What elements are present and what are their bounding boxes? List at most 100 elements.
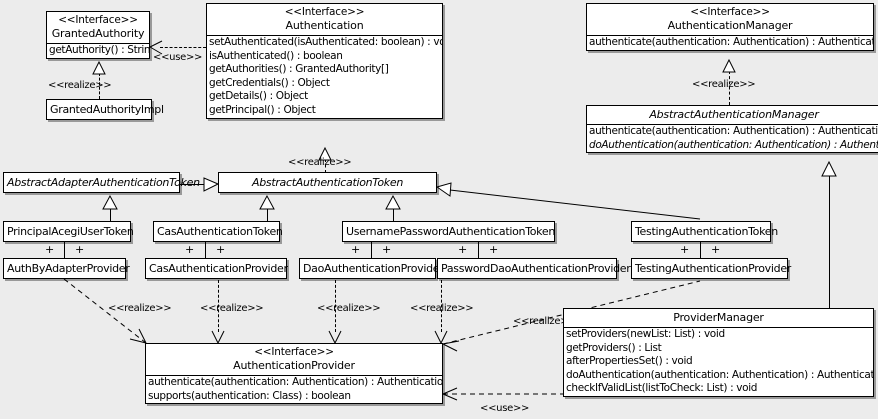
method-row: authenticate(authentication: Authenticat… bbox=[148, 376, 442, 388]
assoc-passworddao bbox=[478, 242, 479, 259]
method-row: getDetails() : Object bbox=[209, 90, 308, 103]
class-username-password-authentication-token[interactable]: UsernamePasswordAuthenticationToken bbox=[342, 221, 555, 242]
connector-adapter-to-token bbox=[180, 184, 205, 185]
method-row: getAuthorities() : GrantedAuthority[] bbox=[209, 63, 389, 76]
label-realize-authmanager: <<realize>> bbox=[692, 79, 756, 90]
method-row: setAuthenticated(isAuthenticated: boolea… bbox=[209, 36, 442, 48]
class-name: PasswordDaoAuthenticationProvider bbox=[441, 262, 631, 275]
class-header: AbstractAuthenticationManager bbox=[587, 106, 878, 125]
class-header: ProviderManager bbox=[564, 309, 873, 328]
method-row: doAuthentication(authentication: Authent… bbox=[566, 368, 873, 381]
class-cas-authentication-provider[interactable]: CasAuthenticationProvider bbox=[145, 258, 288, 279]
method-row: doAuthentication(authentication: Authent… bbox=[589, 138, 878, 151]
multiplicity-marker: + bbox=[351, 243, 361, 256]
class-authentication-provider[interactable]: <<Interface>> AuthenticationProvider aut… bbox=[145, 343, 443, 405]
class-name: AbstractAuthenticationManager bbox=[649, 108, 819, 121]
label-use-grantedauthority: <<use>> bbox=[153, 52, 203, 63]
methods-compartment: authenticate(authentication: Authenticat… bbox=[587, 36, 873, 50]
methods-compartment: authenticate(authentication: Authenticat… bbox=[587, 125, 878, 152]
class-name: CasAuthenticationProvider bbox=[149, 262, 288, 275]
method-row: setProviders(newList: List) : void bbox=[566, 328, 725, 340]
class-testing-authentication-token[interactable]: TestingAuthenticationToken bbox=[631, 221, 778, 242]
connector-generalization-providermanager bbox=[829, 175, 830, 308]
class-name: GrantedAuthorityImpl bbox=[50, 103, 164, 116]
label-realize-grantedauthorityimpl: <<realize>> bbox=[48, 80, 112, 91]
class-name: AuthenticationProvider bbox=[233, 359, 355, 372]
method-row: authenticate(authentication: Authenticat… bbox=[589, 125, 878, 137]
connector-gen-usernamepassword bbox=[393, 208, 394, 221]
class-name: AuthenticationManager bbox=[667, 19, 793, 32]
stereotype-label: <<Interface>> bbox=[58, 14, 138, 26]
stereotype-label: <<Interface>> bbox=[254, 346, 334, 358]
class-principal-acegi-user-token[interactable]: PrincipalAcegiUserToken bbox=[3, 221, 134, 242]
class-header: <<Interface>> AuthenticationProvider bbox=[146, 344, 442, 376]
label-use-providermanager: <<use>> bbox=[480, 403, 530, 414]
class-granted-authority-impl[interactable]: GrantedAuthorityImpl bbox=[46, 99, 164, 120]
connector-use-grantedauthority bbox=[160, 47, 206, 48]
method-row: checkIfValidList(listToCheck: List) : vo… bbox=[566, 382, 758, 395]
connector-realize-authentication bbox=[325, 159, 326, 173]
class-auth-by-adapter-provider[interactable]: AuthByAdapterProvider bbox=[3, 258, 130, 279]
multiplicity-marker: + bbox=[185, 243, 195, 256]
method-row: getPrincipal() : Object bbox=[209, 103, 316, 116]
class-name: AbstractAuthenticationToken bbox=[251, 176, 404, 189]
method-row: isAuthenticated() : boolean bbox=[209, 49, 343, 62]
class-authentication[interactable]: <<Interface>> Authentication setAuthenti… bbox=[206, 3, 443, 119]
class-name: TestingAuthenticationToken bbox=[635, 225, 778, 238]
class-cas-authentication-token[interactable]: CasAuthenticationToken bbox=[153, 221, 283, 242]
multiplicity-marker: + bbox=[75, 243, 85, 256]
class-provider-manager[interactable]: ProviderManager setProviders(newList: Li… bbox=[563, 308, 874, 397]
class-authentication-manager[interactable]: <<Interface>> AuthenticationManager auth… bbox=[586, 3, 874, 51]
class-name: PrincipalAcegiUserToken bbox=[7, 225, 134, 238]
class-dao-authentication-provider[interactable]: DaoAuthenticationProvider bbox=[299, 258, 444, 279]
class-name: DaoAuthenticationProvider bbox=[303, 262, 444, 275]
class-abstract-authentication-token[interactable]: AbstractAuthenticationToken bbox=[218, 172, 437, 193]
class-name: TestingAuthenticationProvider bbox=[635, 262, 792, 275]
multiplicity-marker: + bbox=[489, 243, 499, 256]
class-header: <<Interface>> GrantedAuthority bbox=[47, 12, 149, 44]
label-realize-passworddao: <<realize>> bbox=[410, 303, 474, 314]
class-granted-authority[interactable]: <<Interface>> GrantedAuthority getAuthor… bbox=[46, 11, 150, 59]
connector-realize-grantedauthorityimpl bbox=[99, 73, 100, 99]
class-name: AuthByAdapterProvider bbox=[7, 262, 130, 275]
multiplicity-marker: + bbox=[382, 243, 392, 256]
method-row: getAuthority() : String bbox=[49, 44, 149, 56]
class-header: <<Interface>> AuthenticationManager bbox=[587, 4, 873, 36]
class-abstract-authentication-manager[interactable]: AbstractAuthenticationManager authentica… bbox=[586, 105, 878, 154]
label-realize-authbyadapter: <<realize>> bbox=[108, 303, 172, 314]
methods-compartment: getAuthority() : String bbox=[47, 44, 149, 58]
method-row: authenticate(authentication: Authenticat… bbox=[589, 36, 873, 48]
multiplicity-marker: + bbox=[680, 243, 690, 256]
multiplicity-marker: + bbox=[216, 243, 226, 256]
connector-realize-dao-line bbox=[335, 280, 336, 332]
method-row: supports(authentication: Class) : boolea… bbox=[148, 389, 351, 402]
method-row: getCredentials() : Object bbox=[209, 76, 330, 89]
methods-compartment: setAuthenticated(isAuthenticated: boolea… bbox=[207, 36, 442, 118]
assoc-cas bbox=[205, 242, 206, 259]
class-name: AbstractAdapterAuthenticationToken bbox=[7, 176, 200, 189]
class-password-dao-authentication-provider[interactable]: PasswordDaoAuthenticationProvider bbox=[437, 258, 631, 279]
assoc-testing bbox=[700, 242, 701, 259]
methods-compartment: setProviders(newList: List) : void getPr… bbox=[564, 328, 873, 396]
class-testing-authentication-provider[interactable]: TestingAuthenticationProvider bbox=[631, 258, 792, 279]
stereotype-label: <<Interface>> bbox=[690, 6, 770, 18]
class-name: Authentication bbox=[285, 19, 364, 32]
method-row: afterPropertiesSet() : void bbox=[566, 355, 693, 368]
class-name: UsernamePasswordAuthenticationToken bbox=[346, 225, 556, 238]
connector-realize-cas-line bbox=[218, 280, 219, 332]
connector-gen-cas bbox=[267, 208, 268, 221]
label-realize-dao: <<realize>> bbox=[317, 303, 381, 314]
connector-realize-passworddao-line bbox=[441, 280, 442, 332]
assoc-dao bbox=[371, 242, 372, 259]
connector-realize-authmanager bbox=[729, 71, 730, 105]
assoc-principalacegi-authbyadapter bbox=[64, 242, 65, 259]
class-name: GrantedAuthority bbox=[51, 27, 145, 40]
multiplicity-marker: + bbox=[711, 243, 721, 256]
methods-compartment: authenticate(authentication: Authenticat… bbox=[146, 376, 442, 403]
label-realize-authentication: <<realize>> bbox=[288, 157, 352, 168]
stereotype-label: <<Interface>> bbox=[284, 6, 365, 18]
connector-gen-principalacegi bbox=[110, 208, 111, 221]
class-abstract-adapter-authentication-token[interactable]: AbstractAdapterAuthenticationToken bbox=[3, 172, 200, 193]
class-name: ProviderManager bbox=[673, 311, 764, 324]
